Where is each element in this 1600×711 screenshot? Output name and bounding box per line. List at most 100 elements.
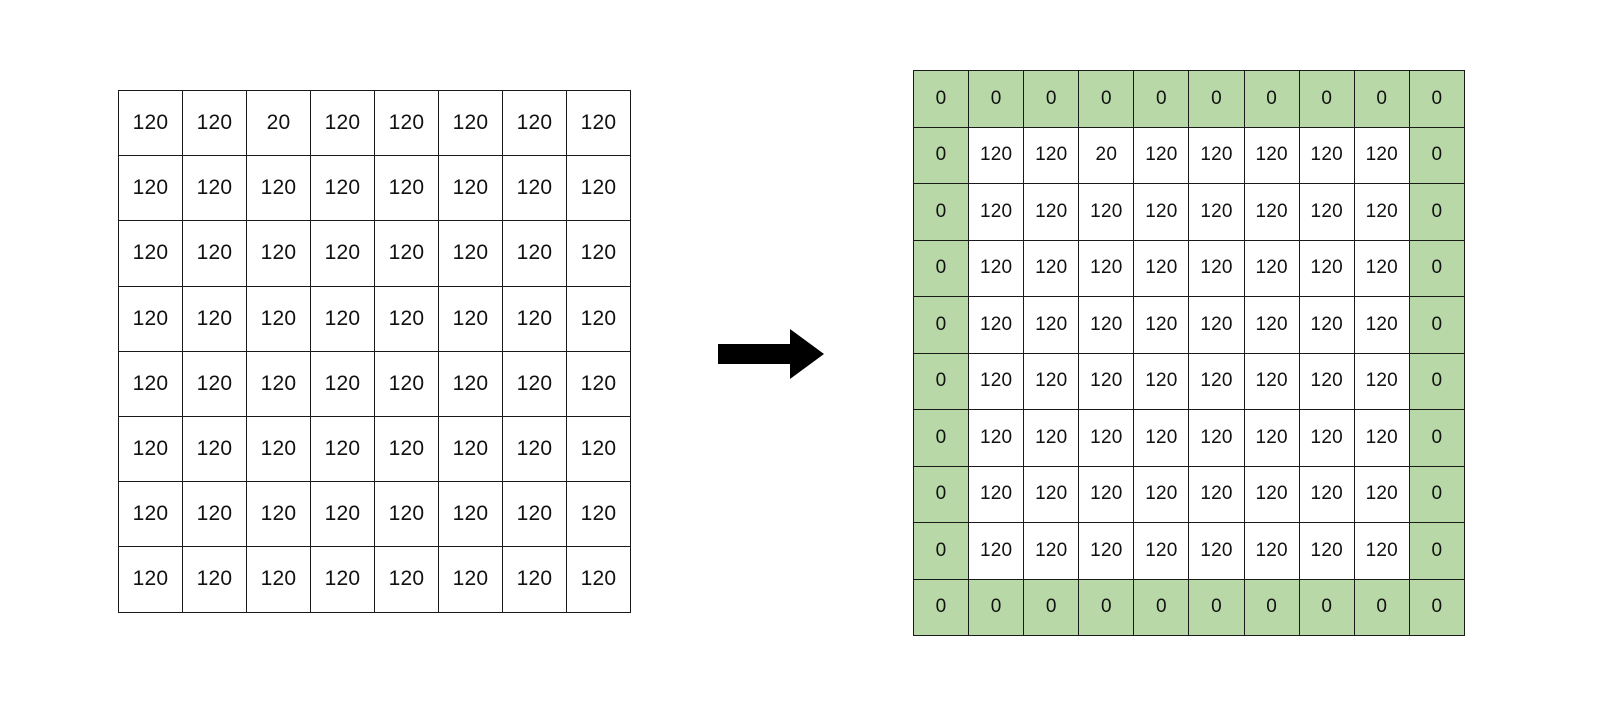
matrix-cell: 120 <box>502 285 567 352</box>
matrix-cell: 120 <box>310 546 375 613</box>
matrix-cell: 120 <box>118 155 183 222</box>
matrix-cell: 120 <box>310 285 375 352</box>
matrix-pad-cell: 0 <box>968 70 1025 128</box>
matrix-cell: 120 <box>968 183 1025 241</box>
matrix-cell: 120 <box>1023 126 1080 184</box>
matrix-cell: 120 <box>1298 239 1355 297</box>
matrix-cell: 120 <box>118 350 183 417</box>
matrix-pad-cell: 0 <box>1408 296 1465 354</box>
matrix-pad-cell: 0 <box>912 578 970 636</box>
matrix-cell: 120 <box>438 285 503 352</box>
matrix-pad-cell: 0 <box>1243 578 1300 636</box>
matrix-cell: 120 <box>1188 126 1245 184</box>
matrix-pad-cell: 0 <box>912 522 970 580</box>
matrix-cell: 120 <box>1298 126 1355 184</box>
matrix-cell: 120 <box>118 546 183 613</box>
matrix-pad-cell: 0 <box>1408 183 1465 241</box>
matrix-pad-cell: 0 <box>1408 126 1465 184</box>
matrix-cell: 120 <box>566 155 631 222</box>
matrix-cell: 120 <box>374 155 439 222</box>
matrix-cell: 120 <box>246 415 311 483</box>
matrix-cell: 120 <box>1023 409 1080 467</box>
matrix-cell: 120 <box>1188 409 1245 467</box>
matrix-cell: 120 <box>1023 239 1080 297</box>
matrix-cell: 120 <box>246 350 311 417</box>
matrix-cell: 120 <box>1078 522 1135 580</box>
matrix-pad-cell: 0 <box>1078 70 1135 128</box>
matrix-cell: 120 <box>1188 352 1245 410</box>
matrix-cell: 120 <box>1298 409 1355 467</box>
matrix-cell: 120 <box>1188 183 1245 241</box>
matrix-pad-cell: 0 <box>1243 70 1300 128</box>
matrix-cell: 120 <box>1078 296 1135 354</box>
matrix-cell: 120 <box>566 546 631 613</box>
matrix-cell: 120 <box>246 155 311 222</box>
matrix-pad-cell: 0 <box>912 239 970 297</box>
matrix-cell: 120 <box>1023 352 1080 410</box>
matrix-pad-cell: 0 <box>1408 578 1465 636</box>
matrix-cell: 120 <box>502 546 567 613</box>
matrix-cell: 120 <box>1023 522 1080 580</box>
matrix-cell: 120 <box>1133 239 1190 297</box>
matrix-pad-cell: 0 <box>968 578 1025 636</box>
matrix-cell: 120 <box>182 155 247 222</box>
matrix-cell: 120 <box>374 350 439 417</box>
matrix-pad-cell: 0 <box>912 465 970 523</box>
matrix-cell: 120 <box>566 415 631 483</box>
matrix-cell: 20 <box>246 89 311 157</box>
matrix-cell: 120 <box>1133 183 1190 241</box>
matrix-cell: 120 <box>968 296 1025 354</box>
matrix-cell: 120 <box>1243 296 1300 354</box>
matrix-cell: 120 <box>1078 352 1135 410</box>
matrix-pad-cell: 0 <box>1188 578 1245 636</box>
matrix-cell: 120 <box>438 415 503 483</box>
matrix-cell: 120 <box>182 89 247 157</box>
matrix-cell: 120 <box>1353 183 1410 241</box>
matrix-cell: 120 <box>1188 522 1245 580</box>
matrix-cell: 120 <box>438 155 503 222</box>
matrix-pad-cell: 0 <box>912 409 970 467</box>
matrix-cell: 120 <box>1353 465 1410 523</box>
matrix-cell: 120 <box>374 546 439 613</box>
matrix-cell: 120 <box>1353 409 1410 467</box>
matrix-cell: 120 <box>968 465 1025 523</box>
matrix-cell: 120 <box>1023 183 1080 241</box>
matrix-cell: 120 <box>438 220 503 287</box>
matrix-cell: 120 <box>1298 522 1355 580</box>
matrix-cell: 120 <box>1243 183 1300 241</box>
matrix-cell: 120 <box>438 481 503 548</box>
matrix-pad-cell: 0 <box>1188 70 1245 128</box>
matrix-cell: 120 <box>438 546 503 613</box>
matrix-cell: 120 <box>1298 296 1355 354</box>
matrix-cell: 120 <box>1243 126 1300 184</box>
matrix-pad-cell: 0 <box>1408 352 1465 410</box>
matrix-cell: 120 <box>118 285 183 352</box>
matrix-cell: 120 <box>118 415 183 483</box>
matrix-cell: 120 <box>1133 409 1190 467</box>
matrix-cell: 120 <box>1188 296 1245 354</box>
matrix-cell: 120 <box>502 415 567 483</box>
matrix-cell: 120 <box>118 481 183 548</box>
matrix-cell: 120 <box>1243 239 1300 297</box>
matrix-cell: 120 <box>968 126 1025 184</box>
matrix-pad-cell: 0 <box>1133 70 1190 128</box>
matrix-cell: 120 <box>438 89 503 157</box>
matrix-cell: 120 <box>566 220 631 287</box>
matrix-pad-cell: 0 <box>1408 409 1465 467</box>
matrix-cell: 120 <box>374 481 439 548</box>
matrix-cell: 120 <box>1133 126 1190 184</box>
matrix-cell: 120 <box>968 522 1025 580</box>
matrix-cell: 120 <box>310 89 375 157</box>
